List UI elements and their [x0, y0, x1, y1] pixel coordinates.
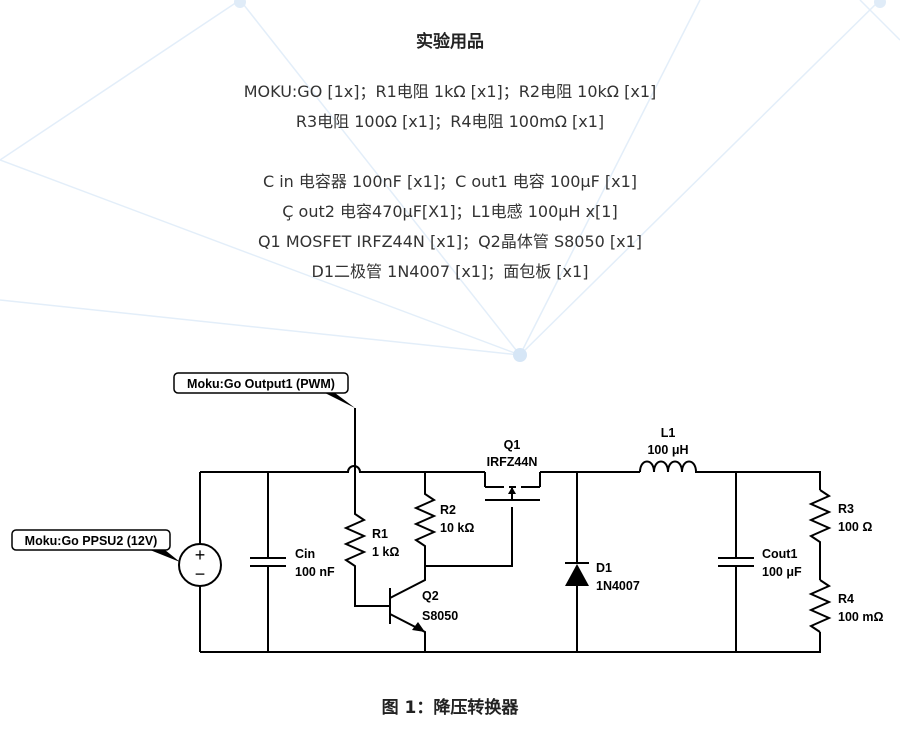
mosfet-q1: Q1 IRFZ44N — [484, 438, 541, 501]
resistor-r3: R3 100 Ω — [808, 489, 872, 580]
l1-name: L1 — [661, 426, 676, 440]
d1-name: D1 — [596, 561, 612, 575]
pwm-tag-label: Moku:Go Output1 (PWM) — [187, 377, 335, 391]
ground-rail-wire — [200, 632, 821, 653]
resistor-r1: R1 1 kΩ — [343, 408, 399, 607]
cin-name: Cin — [295, 547, 315, 561]
cout1-value: 100 μF — [762, 565, 802, 579]
q2-value: S8050 — [422, 609, 458, 623]
d1-value: 1N4007 — [596, 579, 640, 593]
transistor-q2: Q2 S8050 — [389, 566, 458, 652]
materials-line: Ç out2 电容470μF[X1]；L1电感 100μH x[1] — [282, 202, 618, 221]
inductor-l1: L1 100 μH — [639, 426, 697, 473]
materials-line: R3电阻 100Ω [x1]；R4电阻 100mΩ [x1] — [295, 112, 605, 131]
psu-tag: Moku:Go PPSU2 (12V) — [11, 529, 180, 562]
materials-line: D1二极管 1N4007 [x1]；面包板 [x1] — [311, 262, 589, 281]
voltage-source: + − — [178, 472, 222, 652]
r4-value: 100 mΩ — [838, 610, 883, 624]
resistor-r2: R2 10 kΩ — [413, 472, 474, 566]
source-minus: − — [195, 564, 206, 584]
figure-caption: 图 1：降压转换器 — [381, 698, 519, 718]
source-plus: + — [195, 545, 206, 565]
q1-value: IRFZ44N — [487, 455, 538, 469]
capacitor-cin: Cin 100 nF — [250, 472, 335, 652]
r3-name: R3 — [838, 502, 854, 516]
materials-line: MOKU:GO [1x]；R1电阻 1kΩ [x1]；R2电阻 10kΩ [x1… — [243, 82, 657, 101]
r3-value: 100 Ω — [838, 520, 872, 534]
cin-value: 100 nF — [295, 565, 335, 579]
cout1-name: Cout1 — [762, 547, 797, 561]
q2-name: Q2 — [422, 589, 439, 603]
psu-tag-label: Moku:Go PPSU2 (12V) — [25, 534, 158, 548]
q1-name: Q1 — [504, 438, 521, 452]
materials-list: MOKU:GO [1x]；R1电阻 1kΩ [x1]；R2电阻 10kΩ [x1… — [0, 77, 900, 287]
r1-name: R1 — [372, 527, 388, 541]
section-title: 实验用品 — [416, 32, 484, 52]
resistor-r4: R4 100 mΩ — [808, 579, 883, 633]
materials-line: C in 电容器 100nF [x1]；C out1 电容 100μF [x1] — [262, 172, 638, 191]
r4-name: R4 — [838, 592, 854, 606]
r2-value: 10 kΩ — [440, 521, 474, 535]
r2-name: R2 — [440, 503, 456, 517]
diode-d1: D1 1N4007 — [565, 472, 640, 652]
materials-line — [0, 137, 900, 167]
buck-converter-schematic: + − Moku:Go PPSU2 (12V) Moku:Go Output1 … — [11, 372, 883, 653]
capacitor-cout1: Cout1 100 μF — [718, 472, 802, 652]
l1-value: 100 μH — [647, 443, 688, 457]
gate-wire — [425, 507, 513, 567]
materials-line: Q1 MOSFET IRFZ44N [x1]；Q2晶体管 S8050 [x1] — [257, 232, 643, 251]
r1-value: 1 kΩ — [372, 545, 399, 559]
pwm-tag: Moku:Go Output1 (PWM) — [173, 372, 355, 408]
